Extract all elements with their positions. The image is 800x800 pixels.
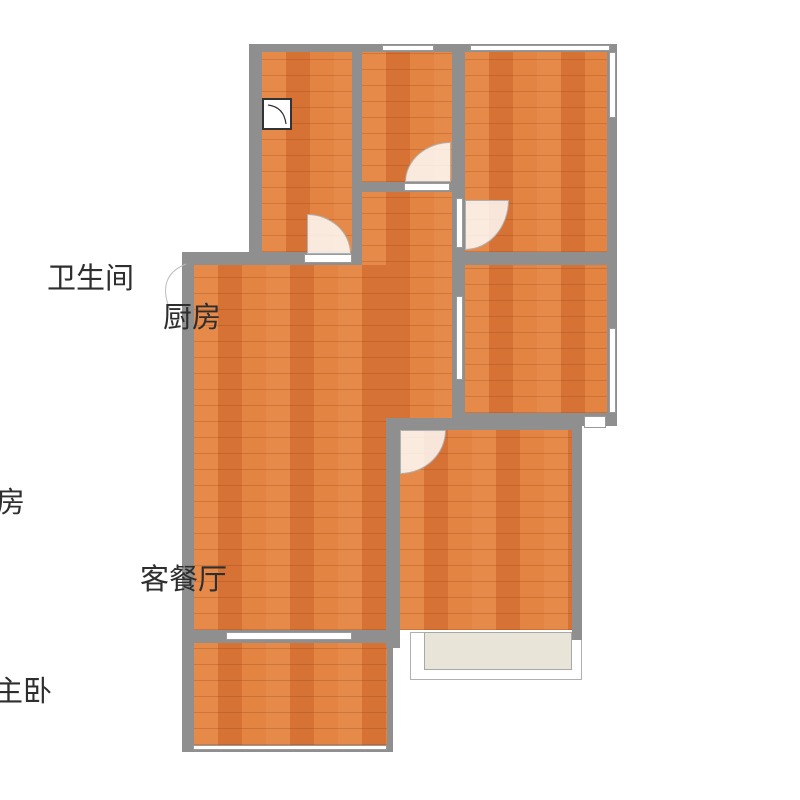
window (304, 254, 352, 263)
window (456, 296, 463, 380)
wall (386, 418, 582, 430)
room-top-left (262, 52, 352, 252)
window (226, 632, 352, 640)
label-bathroom: 卫生间 (47, 261, 135, 295)
room-living-dining (194, 265, 386, 630)
wall (387, 643, 393, 752)
window (609, 52, 616, 118)
label-living-dining: 客餐厅 (140, 562, 228, 596)
label-partial-edge: 、 (0, 290, 17, 319)
window (609, 328, 616, 413)
room-bottom-left (194, 643, 387, 745)
window (404, 183, 450, 191)
window (470, 45, 610, 51)
shower-icon (262, 98, 292, 130)
window (584, 416, 606, 428)
wall (249, 44, 262, 265)
wall (465, 252, 617, 265)
label-kitchen: 厨房 (163, 300, 222, 334)
wall (182, 252, 262, 265)
window (382, 45, 434, 51)
window (193, 745, 387, 750)
wall (352, 52, 362, 265)
label-partial-master: 主卧 (0, 674, 53, 708)
room-middle-right (465, 265, 607, 413)
wall (182, 252, 194, 752)
balcony (424, 632, 572, 670)
wall (386, 418, 400, 648)
label-partial-room: 房 (0, 485, 26, 519)
wall (607, 52, 617, 426)
window (456, 198, 463, 248)
wall (572, 418, 582, 640)
entry-arc (165, 263, 187, 311)
